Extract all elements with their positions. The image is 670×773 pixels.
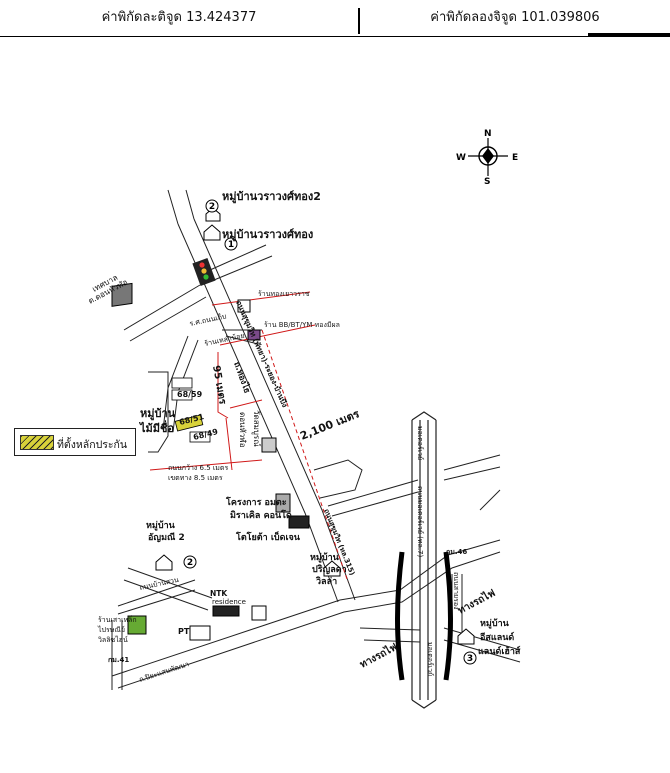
- house-icons: [155, 207, 475, 645]
- distance-lines: [149, 291, 349, 583]
- label-village-br-3: แลนด์เฮ้าส์: [478, 645, 521, 657]
- label-shop-bottom-2: ไปรษณีย์: [97, 625, 125, 634]
- traffic-light-icon: [192, 257, 216, 287]
- label-dist-95: 95 เมตร: [210, 365, 228, 406]
- label-village-tri-3: วิลล่า: [315, 576, 337, 587]
- label-temple: วัดสมบูรณ์: [251, 410, 262, 447]
- label-motorway-top: มอเตอร์เวย์: [416, 426, 424, 460]
- label-plot-5959: 68/59: [177, 390, 203, 399]
- label-village-top-1: หมู่บ้านวราวงศ์ทอง: [222, 228, 313, 242]
- village-plots: [171, 377, 211, 443]
- compass-e: E: [512, 153, 518, 163]
- label-road-soi: ถ.ทองไธ: [231, 360, 253, 394]
- road-network: [111, 189, 521, 690]
- label-shop-bottom-3: วิลลิซไฮน์: [98, 635, 128, 644]
- label-village-left-2: อัญมณี 2: [148, 532, 185, 543]
- header-rule: [588, 33, 670, 36]
- label-ntk-1: NTK: [210, 589, 228, 598]
- label-width-1: ถนนกว้าง 6.5 เมตร: [168, 464, 228, 472]
- label-shop-right-1: ร้านทองเยาวราช: [258, 290, 310, 298]
- label-project-2: มิราเคิล คอนโด: [230, 509, 292, 521]
- railway: [395, 551, 453, 681]
- label-ntk-2: residence: [212, 598, 246, 606]
- label-road-bottom: ถ.ปิยะแสนพัฒนา: [138, 660, 190, 684]
- label-village-mai-1: หมู่บ้าน: [140, 407, 176, 421]
- marker-2-left: 2: [187, 558, 193, 568]
- compass-n: N: [484, 129, 492, 139]
- legend-swatch: [20, 435, 54, 450]
- label-motorway-side: ถนนมอเตอร์เวย์ (ทล.7): [416, 486, 424, 557]
- label-width-2: เขตทาง 8.5 เมตร: [168, 474, 223, 482]
- compass-w: W: [456, 153, 466, 163]
- marker-1: 1: [228, 240, 234, 250]
- motorway: [411, 411, 437, 709]
- label-village-tri-2: ปริญลดา: [312, 564, 347, 575]
- label-toyota: โตโยต้า เบ็ดเจน: [235, 530, 301, 543]
- label-village-left-1: หมู่บ้าน: [146, 520, 176, 531]
- label-pt: PT: [178, 627, 190, 636]
- label-village-br-1: หมู่บ้าน: [480, 618, 510, 629]
- number-markers: [183, 199, 477, 665]
- label-village-tri-1: หมู่บ้าน: [310, 552, 340, 563]
- label-project-1: โครงการ อมตะ: [225, 496, 287, 508]
- header-divider: [358, 8, 360, 34]
- label-village-top-2: หมู่บ้านวราวงศ์ทอง2: [222, 190, 321, 204]
- marker-2-top: 2: [209, 202, 215, 212]
- legend: ที่ตั้งหลักประกัน: [14, 428, 136, 456]
- compass-s: S: [484, 177, 490, 187]
- legend-label: ที่ตั้งหลักประกัน: [57, 439, 128, 451]
- label-shop-right-2: ร้าน BB/BT/YM ทองมีผล: [264, 321, 340, 329]
- label-rail-1: ทางรถไฟ: [357, 640, 399, 671]
- label-dist-2100: 2,100 เมตร: [298, 407, 361, 443]
- label-shop-bottom-1: ร้านเสาเหล็ก: [98, 615, 137, 624]
- latitude-label: ค่าพิกัดละติจูด 13.424377: [101, 10, 257, 25]
- marker-3: 3: [467, 654, 473, 664]
- label-km46: กม.46: [446, 548, 467, 556]
- label-road-left: ถนนบ้านสวน: [139, 576, 180, 592]
- label-temple-2: ดอนหัวฬ่อ: [238, 412, 247, 448]
- label-shop-left-2: ร้านเหล่าน้อย: [204, 332, 246, 348]
- label-village-mai-2: ไม้มีชื่อ: [138, 420, 174, 435]
- longitude-label: ค่าพิกัดลองจิจูด 101.039806: [430, 10, 600, 25]
- label-shop-left-1: ร.ศ.ถนนเก็บ: [189, 311, 228, 328]
- label-road-side-right: ถนนสายรอง: [452, 572, 460, 610]
- label-motorway-bottom: มอเตอร์เวย์: [426, 642, 434, 676]
- building-icons: [111, 282, 310, 641]
- compass-icon: N S E W: [456, 129, 518, 187]
- coordinate-header: ค่าพิกัดละติจูด 13.424377 ค่าพิกัดลองจิจ…: [0, 0, 670, 37]
- label-km41: กม.41: [108, 656, 129, 664]
- label-village-br-2: อีสแลนด์: [479, 631, 514, 643]
